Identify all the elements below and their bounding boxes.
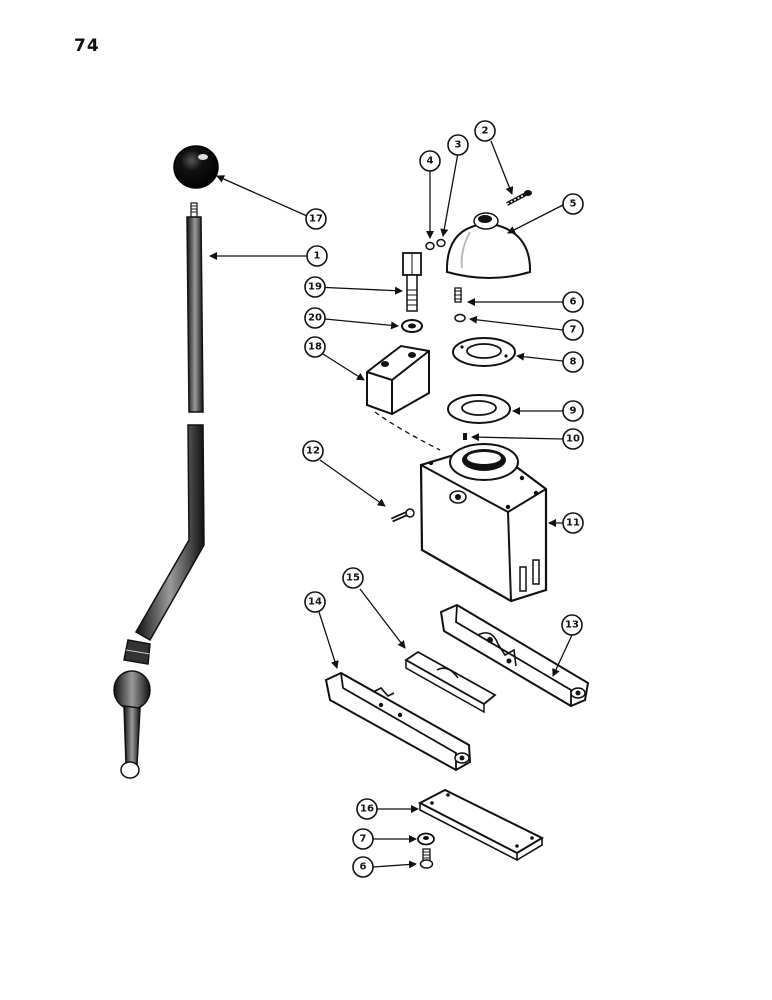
svg-text:4: 4 [427, 156, 434, 167]
svg-text:19: 19 [308, 282, 322, 293]
part-6-bolt-top [454, 287, 462, 303]
svg-text:8: 8 [570, 357, 577, 368]
svg-text:17: 17 [309, 214, 323, 225]
callout-11: 11 [562, 512, 584, 534]
callout-6-bottom: 6 [352, 856, 374, 878]
part-18-block [366, 344, 441, 451]
svg-text:18: 18 [308, 342, 322, 353]
part-9-gasket [447, 394, 511, 424]
callout-6-top: 6 [562, 291, 584, 313]
callout-17: 17 [305, 208, 327, 230]
svg-text:10: 10 [566, 434, 580, 445]
part-4-washer [425, 241, 435, 251]
svg-text:6: 6 [570, 297, 577, 308]
part-19-bolt [402, 252, 422, 312]
part-10-pin [463, 433, 467, 440]
part-7-lockwasher-top [454, 313, 466, 323]
svg-text:3: 3 [455, 140, 462, 151]
svg-text:15: 15 [346, 573, 360, 584]
svg-text:9: 9 [570, 406, 577, 417]
part-5-boot [445, 212, 532, 279]
callout-9: 9 [562, 400, 584, 422]
callout-7-top: 7 [562, 319, 584, 341]
shift-knob [173, 145, 219, 189]
part-14-rail [324, 671, 472, 772]
page-number: 74 [74, 36, 100, 56]
callout-10: 10 [562, 428, 584, 450]
svg-text:2: 2 [482, 126, 489, 137]
svg-text:11: 11 [566, 518, 580, 529]
leader-lines [209, 140, 573, 869]
part-8-plate [452, 337, 516, 367]
shift-lever [113, 202, 205, 779]
svg-text:16: 16 [360, 804, 374, 815]
svg-text:20: 20 [308, 313, 322, 324]
callout-2: 2 [474, 120, 496, 142]
callout-5: 5 [562, 193, 584, 215]
callout-8: 8 [562, 351, 584, 373]
svg-text:1: 1 [314, 251, 321, 262]
part-7-nut-bottom [417, 832, 435, 846]
callout-7-bottom: 7 [352, 828, 374, 850]
part-12-screw [390, 508, 415, 523]
svg-text:5: 5 [570, 199, 577, 210]
callout-14: 14 [304, 591, 326, 613]
svg-text:7: 7 [360, 834, 367, 845]
callout-15: 15 [342, 567, 364, 589]
callout-18: 18 [304, 336, 326, 358]
callout-13: 13 [561, 614, 583, 636]
part-20-washer [401, 319, 423, 333]
callout-1: 1 [306, 245, 328, 267]
svg-text:13: 13 [565, 620, 579, 631]
svg-text:12: 12 [306, 446, 320, 457]
callout-19: 19 [304, 276, 326, 298]
part-6-bolt-bottom [419, 848, 434, 869]
callout-16: 16 [356, 798, 378, 820]
svg-text:14: 14 [308, 597, 322, 608]
part-13-rail [439, 603, 590, 708]
callout-20: 20 [304, 307, 326, 329]
callout-12: 12 [302, 440, 324, 462]
part-15-interlock [404, 650, 497, 714]
callout-3: 3 [447, 134, 469, 156]
part-11-housing [419, 443, 548, 603]
svg-text:6: 6 [360, 862, 367, 873]
callout-4: 4 [419, 150, 441, 172]
part-3-nut [436, 238, 446, 248]
part-2-screw [506, 190, 532, 206]
svg-text:7: 7 [570, 325, 577, 336]
part-16-cover [417, 788, 545, 862]
